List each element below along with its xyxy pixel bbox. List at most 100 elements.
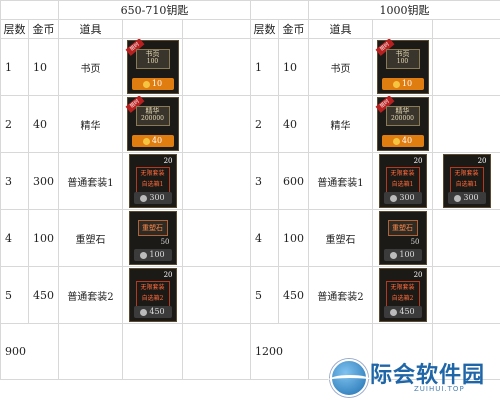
coin-icon bbox=[392, 80, 400, 88]
set-line2: 自选箱1 bbox=[141, 181, 164, 188]
table-row: 4 100 重塑石重塑石 50 100 bbox=[250, 209, 500, 267]
set-plate: 无限套装自选箱1 bbox=[385, 167, 420, 193]
tier-cell: 1 bbox=[0, 38, 29, 96]
coin-icon bbox=[140, 194, 148, 202]
item-card-cell-2 bbox=[182, 95, 251, 153]
buy-button[interactable]: 100 bbox=[383, 249, 422, 261]
coin-icon bbox=[390, 251, 398, 259]
item-card-qty: 100 bbox=[396, 58, 409, 65]
buy-button[interactable]: 100 bbox=[133, 249, 172, 261]
col-header-item: 道具 bbox=[308, 19, 373, 39]
item-card-name: 精华 bbox=[395, 107, 410, 115]
gold-cell: 40 bbox=[278, 95, 309, 153]
set-line1: 无限套装 bbox=[454, 170, 479, 177]
item-cell: 书页 bbox=[58, 38, 123, 96]
tier-cell: 4 bbox=[0, 209, 29, 267]
coin-icon bbox=[390, 194, 398, 202]
gold-cell: 100 bbox=[28, 209, 59, 267]
stone-plate: 重塑石 bbox=[387, 220, 418, 236]
price-value: 40 bbox=[151, 136, 163, 145]
set-line1: 无限套装 bbox=[390, 170, 415, 177]
set-plate: 无限套装自选箱1 bbox=[135, 167, 170, 193]
buy-button[interactable]: 10 bbox=[131, 78, 174, 90]
tier-cell: 3 bbox=[0, 152, 29, 210]
coin-icon bbox=[142, 137, 150, 145]
set-count: 20 bbox=[413, 271, 423, 279]
price-value: 100 bbox=[399, 250, 415, 259]
item-card-qty: 100 bbox=[146, 58, 159, 65]
item-cell: 重塑石 bbox=[308, 209, 373, 267]
item-card-tables.1.rows.3: 重塑石 50 100 bbox=[378, 211, 427, 265]
col-header-gold: 金币 bbox=[28, 19, 59, 39]
item-card-qty: 200000 bbox=[141, 115, 164, 122]
price-value: 300 bbox=[149, 193, 165, 202]
price-value: 10 bbox=[151, 79, 163, 88]
coin-icon bbox=[142, 80, 150, 88]
buy-button[interactable]: 450 bbox=[133, 306, 172, 318]
buy-button[interactable]: 40 bbox=[131, 135, 174, 147]
buy-button[interactable]: 300 bbox=[133, 192, 172, 204]
buy-button[interactable]: 300 bbox=[447, 192, 486, 204]
buy-button[interactable]: 450 bbox=[383, 306, 422, 318]
col-header-gold: 金币 bbox=[278, 19, 309, 39]
set-plate: 无限套装自选箱2 bbox=[135, 281, 170, 307]
gold-cell: 10 bbox=[28, 38, 59, 96]
buy-button[interactable]: 40 bbox=[381, 135, 424, 147]
tier-cell: 1 bbox=[250, 38, 279, 96]
buy-button[interactable]: 300 bbox=[383, 192, 422, 204]
item-card-name: 书页 bbox=[145, 50, 160, 58]
item-cell: 普通套装1 bbox=[58, 152, 123, 210]
item-cell: 普通套装2 bbox=[308, 266, 373, 324]
item-card-name: 书页 bbox=[395, 50, 410, 58]
stone-qty: 50 bbox=[410, 238, 420, 246]
item-cell: 精华 bbox=[308, 95, 373, 153]
buy-button[interactable]: 10 bbox=[381, 78, 424, 90]
tier-cell: 4 bbox=[250, 209, 279, 267]
total-gold: 900 bbox=[0, 323, 59, 380]
set-plate: 无限套装自选箱2 bbox=[385, 281, 420, 307]
item-card-cell-2 bbox=[432, 38, 500, 96]
item-card-cell-2 bbox=[432, 95, 500, 153]
set-line1: 无限套装 bbox=[140, 170, 165, 177]
table-title: 650-710钥匙 bbox=[58, 0, 251, 20]
gold-cell: 600 bbox=[278, 152, 309, 210]
set-line2: 自选箱2 bbox=[141, 295, 164, 302]
item-cell: 书页 bbox=[308, 38, 373, 96]
col-header-tier: 层数 bbox=[250, 19, 279, 39]
item-card-cell-2 bbox=[182, 209, 251, 267]
set-line1: 无限套装 bbox=[390, 284, 415, 291]
coin-icon bbox=[390, 308, 398, 316]
stone-qty: 50 bbox=[160, 238, 170, 246]
item-card-cell-2 bbox=[182, 38, 251, 96]
item-card-cell-2 bbox=[432, 209, 500, 267]
tier-cell: 5 bbox=[0, 266, 29, 324]
item-card-name: 精华 bbox=[145, 107, 160, 115]
item-cell: 精华 bbox=[58, 95, 123, 153]
